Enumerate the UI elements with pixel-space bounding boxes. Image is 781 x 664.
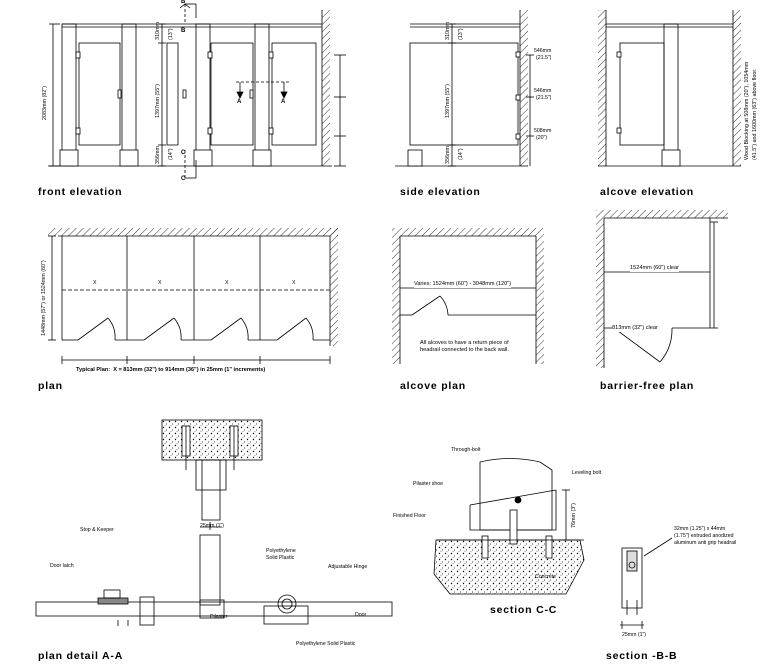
side-d3: 508mm <box>534 128 552 134</box>
detail-pilaster: Pilaster <box>210 614 228 620</box>
bb-note-3: aluminum anti grip headrail <box>674 540 737 546</box>
cc-dim-76: 76mm (3") <box>571 503 577 528</box>
front-elevation-drawing <box>48 3 346 179</box>
cc-finished-floor: Finished Floor <box>393 513 426 519</box>
front-marker-a-right: A <box>281 99 286 105</box>
front-bot-dim-in: (14") <box>168 148 174 161</box>
front-top-dim: 310mm <box>155 22 161 40</box>
front-top-dim-in: (13") <box>168 28 174 41</box>
cc-through-bolt: Through-bolt <box>451 447 481 453</box>
barrier-free-door-clear: 813mm (32") clear <box>612 325 658 332</box>
detail-poly-2: Solid Plastic <box>266 555 295 561</box>
barrier-free-clear: 1524mm (60") clear <box>630 265 679 272</box>
detail-door-latch: Door latch <box>50 563 74 569</box>
plan-depth-dim: 1448mm (57") or 1524mm (60") <box>41 260 47 336</box>
bb-note-1: 32mm (1.25") x 44mm <box>674 526 726 532</box>
side-d2-in: (21.5") <box>536 95 552 101</box>
plan-typical-text: X = 813mm (32") to 914mm (36") in 25mm (… <box>113 367 266 373</box>
front-height-dim: 2083mm (82") <box>42 86 48 120</box>
caption-plan-detail-aa: plan detail A-A <box>38 650 124 662</box>
alcove-plan-note-2: headrail connected to the back wall. <box>420 347 509 353</box>
side-bot-dim-in: (14") <box>458 148 464 161</box>
barrier-free-plan-drawing <box>596 210 728 368</box>
side-elevation-drawing <box>395 10 534 167</box>
cc-pilaster-shoe: Pilaster shoe <box>413 481 443 487</box>
caption-alcove-plan: alcove plan <box>400 380 466 392</box>
section-bb-drawing <box>620 537 673 629</box>
caption-plan: plan <box>38 380 63 392</box>
detail-poly-bottom: Polyethylene Solid Plastic <box>296 641 356 647</box>
side-bot-dim: 356mm <box>445 146 451 164</box>
plan-x-1: X <box>93 280 97 286</box>
plan-x-3: X <box>225 280 229 286</box>
plan-drawing <box>48 228 338 364</box>
plan-detail-aa-drawing <box>35 419 393 626</box>
side-d1-in: (21.5") <box>536 55 552 61</box>
detail-poly-1: Polyethylene <box>266 548 296 554</box>
caption-section-bb: section -B-B <box>606 650 678 662</box>
detail-hinge: Adjustable Hinge <box>328 564 368 570</box>
detail-door: Door <box>355 612 367 618</box>
plan-x-4: X <box>292 280 296 286</box>
front-marker-c-bottom: C <box>181 176 186 182</box>
detail-dim-25: 25mm (1") <box>200 523 225 529</box>
side-d1: 546mm <box>534 48 552 54</box>
side-d3-in: (20") <box>536 135 548 141</box>
plan-typical-label: Typical Plan: <box>76 367 111 373</box>
caption-front-elevation: front elevation <box>38 186 123 198</box>
side-d2: 546mm <box>534 88 552 94</box>
front-marker-b-top: B <box>181 0 186 5</box>
side-top-dim: 310mm <box>445 22 451 40</box>
alcove-elev-note-1: Wood Blocking at 508mm (20"), 1054mm <box>744 61 750 160</box>
bb-note-2: (1.75") extruded anodized <box>674 533 734 539</box>
caption-side-elevation: side elevation <box>400 186 481 198</box>
alcove-elevation-drawing <box>598 10 741 167</box>
cc-concrete: Concrete <box>535 574 557 580</box>
plan-typical-note: Typical Plan: X = 813mm (32") to 914mm (… <box>76 367 265 374</box>
caption-alcove-elevation: alcove elevation <box>600 186 694 198</box>
alcove-plan-drawing <box>392 228 544 364</box>
caption-section-cc: section C-C <box>490 604 558 616</box>
alcove-elev-note-2: (41.5") and 1600mm (63") above floor. <box>752 68 758 160</box>
alcove-plan-varies: Varies: 1524mm (60") - 3048mm (120") <box>414 281 512 288</box>
bb-dim-25: 25mm (1") <box>622 632 647 638</box>
front-marker-a-left: A <box>237 99 242 105</box>
side-mid-dim: 1397mm (55") <box>445 84 451 118</box>
alcove-plan-note-1: All alcoves to have a return piece of <box>420 340 509 346</box>
cc-leveling-bolt: Leveling bolt <box>572 470 602 476</box>
detail-stop-keeper: Stop & Keeper <box>80 527 114 533</box>
front-mid-dim: 1397mm (55") <box>155 84 161 118</box>
section-cc-drawing <box>433 458 585 595</box>
plan-x-2: X <box>158 280 162 286</box>
front-marker-b: B <box>181 28 186 34</box>
front-marker-c: C <box>181 150 186 156</box>
caption-barrier-free-plan: barrier-free plan <box>600 380 695 392</box>
side-top-dim-in: (13") <box>458 28 464 41</box>
front-bot-dim: 356mm <box>155 146 161 164</box>
